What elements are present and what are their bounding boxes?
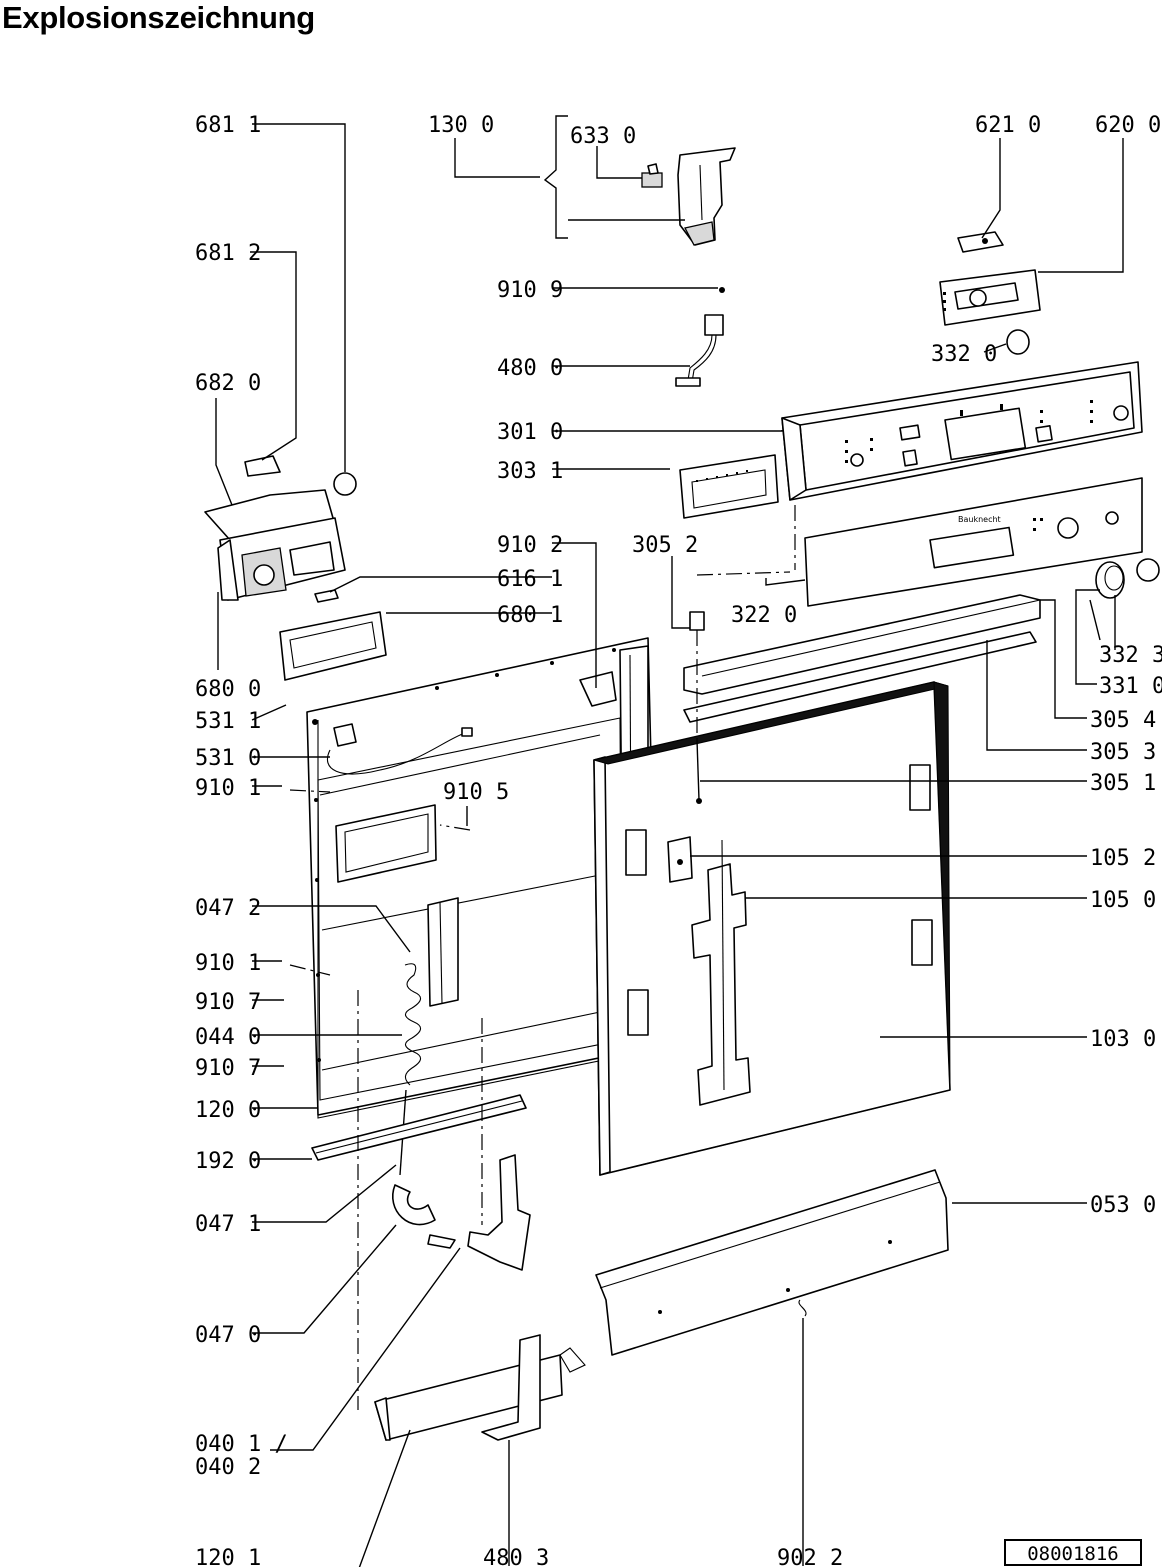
callout-105-0: 105 0 — [1090, 888, 1156, 913]
callout-105-2: 105 2 — [1090, 846, 1156, 871]
callout-103-0: 103 0 — [1090, 1027, 1156, 1052]
callout-labels: 681 1 130 0 633 0 621 0 620 0 681 2 910 … — [195, 113, 1162, 1567]
callout-305-1: 305 1 — [1090, 771, 1156, 796]
callout-047-0: 047 0 — [195, 1323, 261, 1348]
callout-902-2: 902 2 — [777, 1546, 843, 1567]
callout-040-2: 040 2 — [195, 1455, 261, 1480]
callout-120-1: 120 1 — [195, 1546, 261, 1567]
callout-616-1: 616 1 — [497, 567, 563, 592]
callout-332-0: 332 0 — [931, 342, 997, 367]
page-title: Explosionszeichnung — [2, 0, 315, 35]
rails-drawing — [683, 594, 1041, 723]
callout-305-2: 305 2 — [632, 533, 698, 558]
outer-door-panel-drawing — [593, 681, 951, 1176]
callout-192-0: 192 0 — [195, 1149, 261, 1174]
callout-130-0: 130 0 — [428, 113, 494, 138]
svg-text:Bauknecht: Bauknecht — [958, 515, 1001, 524]
callout-303-1: 303 1 — [497, 459, 563, 484]
cable-harness-drawing — [675, 287, 725, 387]
callout-621-0: 621 0 — [975, 113, 1041, 138]
callout-680-0: 680 0 — [195, 677, 261, 702]
decor-panel-drawing: Bauknecht — [804, 477, 1143, 607]
callout-531-1: 531 1 — [195, 709, 261, 734]
callout-331-0: 331 0 — [1099, 674, 1162, 699]
spring-mechanism-drawing — [392, 963, 456, 1249]
leader-lines — [215, 115, 1124, 1567]
callout-910-2: 910 2 — [497, 533, 563, 558]
callout-044-0: 044 0 — [195, 1025, 261, 1050]
reference-number: 08001816 — [1027, 1543, 1119, 1565]
callout-301-0: 301 0 — [497, 420, 563, 445]
handle-drawing — [679, 454, 779, 519]
callout-633-0: 633 0 — [570, 124, 636, 149]
door-lock-drawing — [641, 147, 736, 246]
callout-682-0: 682 0 — [195, 371, 261, 396]
axis-lines — [289, 505, 796, 1410]
callout-305-3: 305 3 — [1090, 740, 1156, 765]
callout-480-0: 480 0 — [497, 356, 563, 381]
plinth-drawing — [595, 1169, 949, 1356]
callout-531-0: 531 0 — [195, 746, 261, 771]
callout-910-9: 910 9 — [497, 278, 563, 303]
control-panel-drawing — [781, 361, 1143, 501]
callout-120-0: 120 0 — [195, 1098, 261, 1123]
dispenser-drawing — [204, 455, 387, 681]
callout-047-2: 047 2 — [195, 896, 261, 921]
callout-047-1: 047 1 — [195, 1212, 261, 1237]
callout-332-3: 332 3 — [1099, 643, 1162, 668]
callout-910-7-lower: 910 7 — [195, 1056, 261, 1081]
callout-910-1-upper: 910 1 — [195, 776, 261, 801]
reference-box: 08001816 — [1004, 1539, 1142, 1566]
hinge-bracket-drawing — [467, 1154, 531, 1271]
callout-040-1: 040 1 / — [195, 1432, 288, 1457]
callout-680-1: 680 1 — [497, 603, 563, 628]
callout-681-2: 681 2 — [195, 241, 261, 266]
callout-053-0: 053 0 — [1090, 1193, 1156, 1218]
callout-910-1-lower: 910 1 — [195, 951, 261, 976]
electronic-module-drawing — [939, 231, 1041, 326]
strip-192-drawing — [311, 1094, 527, 1161]
callout-322-0: 322 0 — [731, 603, 797, 628]
callout-910-7-upper: 910 7 — [195, 990, 261, 1015]
callout-681-1: 681 1 — [195, 113, 261, 138]
knobs-drawing — [1006, 329, 1160, 599]
lower-strip-drawing — [374, 1334, 586, 1441]
callout-620-0: 620 0 — [1095, 113, 1161, 138]
callout-480-3: 480 3 — [483, 1546, 549, 1567]
callout-910-5: 910 5 — [443, 780, 509, 805]
callout-305-4: 305 4 — [1090, 708, 1156, 733]
